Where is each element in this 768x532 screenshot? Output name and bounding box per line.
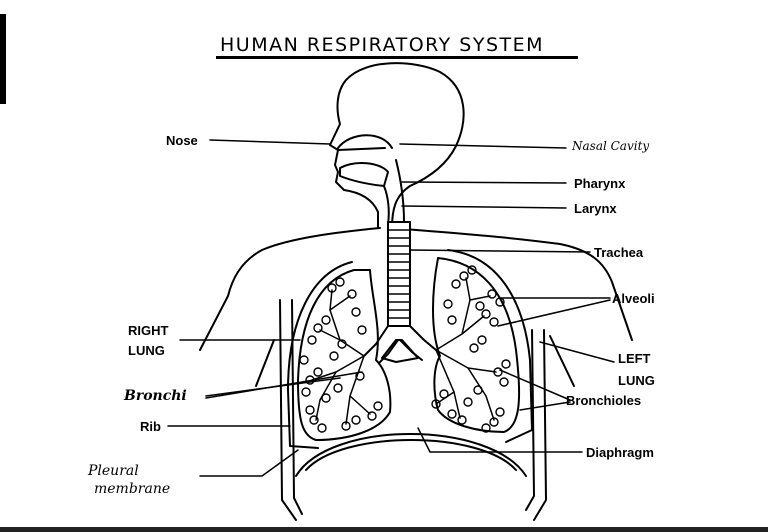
right-alveoli [299,277,383,433]
page-edge-left [0,14,6,104]
leader-pharynx [401,181,567,184]
leader-bronchi-2 [205,371,363,399]
label-nasal-cavity: Nasal Cavity [572,139,650,153]
label-left-lung-2: LUNG [618,373,655,388]
label-bronchioles: Bronchioles [566,393,642,408]
right-pleura [287,261,353,449]
pharynx-wall-left [383,185,390,225]
pharynx-wall-right [395,159,405,223]
left-alveoli [431,265,511,433]
leader-bronchioles-1 [499,369,571,401]
label-diaphragm: Diaphragm [586,445,654,460]
bronchus-left [363,325,389,357]
label-larynx: Larynx [574,201,617,216]
rib-left-outer [279,299,297,521]
label-nose: Nose [166,133,198,148]
page-title: HUMAN RESPIRATORY SYSTEM [220,34,545,56]
trachea-tube [387,221,411,327]
leader-alveoli-2 [497,299,611,327]
label-right-lung-1: RIGHT [128,323,169,338]
label-trachea: Trachea [594,245,644,260]
leader-lines [167,139,615,477]
shoulder-left [199,227,381,351]
trachea-rings [387,229,411,319]
label-pharynx: Pharynx [574,176,626,191]
leader-bronchioles-2 [519,401,571,411]
rib-right-inner [525,329,535,511]
leader-trachea [409,249,591,253]
leader-nasal-cavity [399,143,567,149]
oral-cavity [339,162,389,187]
diaphragm-inner [305,439,517,471]
rib-left-inner [291,299,303,515]
carina [381,339,419,363]
left-pleura [447,249,533,443]
label-rib: Rib [140,419,161,434]
rib-left-arm [255,339,275,387]
label-right-lung-2: LUNG [128,343,165,358]
label-pleural-1: Pleural [88,463,139,479]
title-underline [216,56,578,59]
page-edge-bottom [0,527,768,532]
bronchus-right [409,325,437,351]
label-alveoli: Alveoli [612,291,655,306]
label-left-lung-1: LEFT [618,351,651,366]
nasal-passage [337,147,386,151]
leader-larynx [401,205,567,209]
label-bronchi: Bronchi [124,388,187,404]
label-pleural-2: membrane [94,481,171,497]
nasal-cavity [337,134,393,149]
diaphragm-curve [295,433,527,477]
leader-nose [209,139,331,145]
bronchus-left-inner [379,339,399,363]
right-bronchiole-tree [311,289,371,425]
leader-left-lung [539,341,615,363]
rib-right-arm [549,335,575,387]
rib-right-outer [533,329,547,521]
leader-pleural [199,449,299,477]
shoulder-right [391,227,633,341]
leader-diaphragm [417,427,583,453]
right-lung-outline [297,269,392,441]
left-lung-outline [432,257,521,433]
